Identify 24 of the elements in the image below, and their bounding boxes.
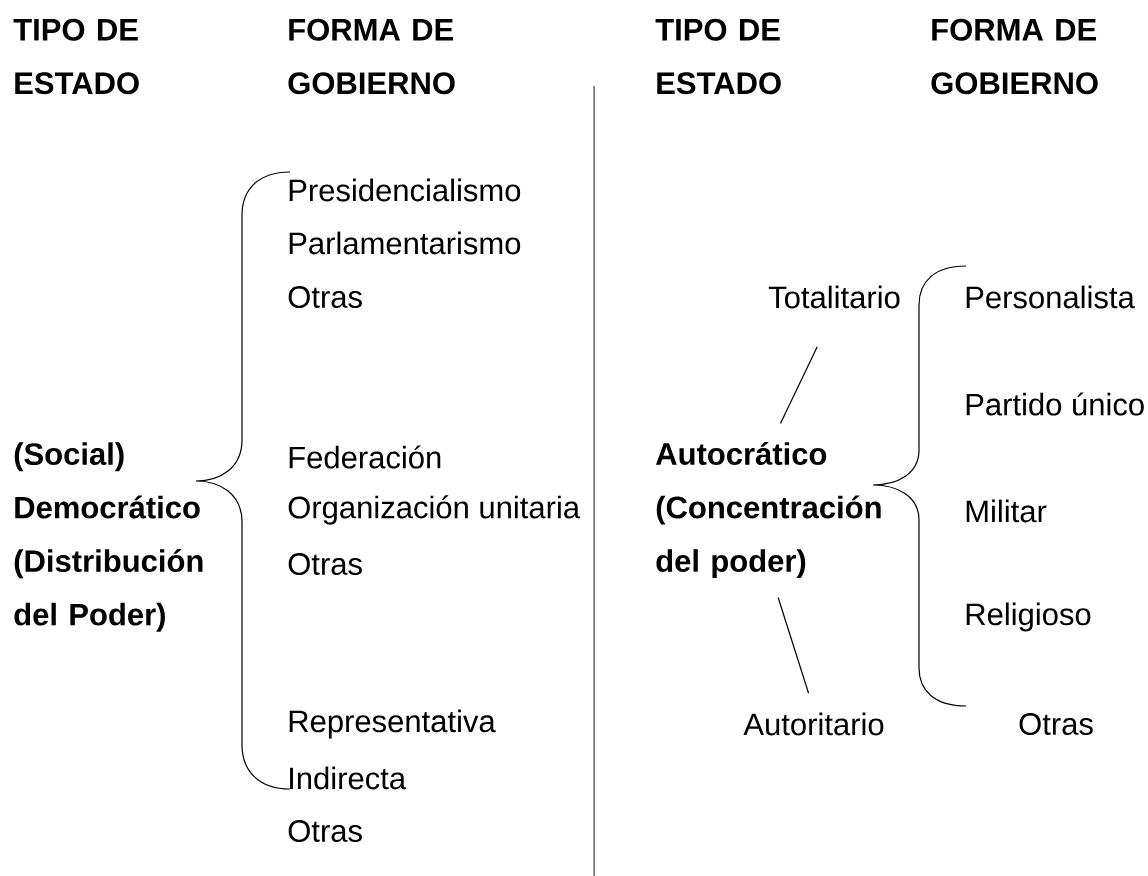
column-heading: TIPO DE ESTADO: [655, 18, 781, 95]
state-type-text: Autoritario: [743, 712, 884, 736]
state-type-text: (Social) Democrático (Distribución del Poder): [14, 442, 203, 632]
government-form-text: Indirecta: [290, 766, 407, 790]
column-heading: TIPO DE ESTADO: [13, 18, 139, 95]
government-form-text: Otras: [288, 553, 362, 575]
government-form-text: Partido único: [966, 392, 1144, 416]
column-heading: FORMA DE GOBIERNO: [288, 18, 455, 95]
connector-line: [777, 596, 810, 694]
government-form-text: Militar: [966, 499, 1047, 523]
government-form-text: Otras: [1019, 713, 1093, 735]
government-form-text: Organización unitaria: [288, 495, 581, 525]
government-form-text: Representativa: [289, 709, 496, 739]
government-form-text: Otras: [288, 286, 362, 308]
column-heading: FORMA DE GOBIERNO: [931, 18, 1098, 95]
government-form-text: Personalista: [966, 285, 1135, 309]
connector-line: [779, 346, 818, 425]
government-form-text: Parlamentarismo: [289, 231, 521, 255]
state-type-text: Autocrático (Concentración del poder): [656, 441, 881, 579]
government-form-text: Presidencialismo: [289, 178, 521, 202]
government-form-text: Federación: [289, 445, 441, 469]
state-type-text: Totalitario: [768, 285, 900, 309]
government-form-text: Otras: [288, 820, 362, 842]
government-form-text: Religioso: [966, 602, 1091, 632]
